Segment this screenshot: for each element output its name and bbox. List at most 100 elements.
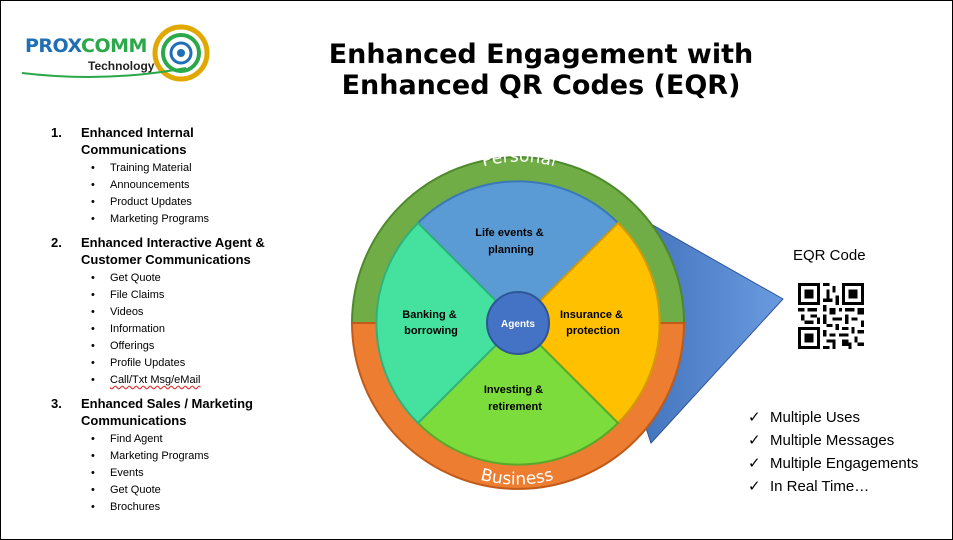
segment-life-events (416, 180, 620, 325)
proxcomm-logo: PROXCOMM Technology (16, 23, 216, 83)
checklist-item-label: In Real Time… (770, 478, 870, 495)
list-item: • Product Updates (91, 194, 321, 211)
title-line-1: Enhanced Engagement with (328, 39, 754, 70)
list-item: • File Claims (91, 287, 321, 304)
list-item-label: File Claims (110, 289, 165, 301)
bullet-icon: • (91, 433, 95, 445)
logo-subtitle: Technology (88, 59, 155, 73)
list-item-label: Events (110, 467, 144, 479)
list-item-label: Brochures (110, 501, 161, 513)
section-number: 3. (51, 396, 62, 411)
bullet-icon: • (91, 289, 95, 301)
benefits-checklist: ✓ Multiple Uses ✓ Multiple Messages ✓ Multi… (748, 406, 918, 498)
logo-wordmark: PROXCOMM (25, 35, 147, 57)
segment-label-top: Life events & planning (475, 227, 547, 256)
list-item: •Get Quote (91, 482, 321, 499)
section-interactive: 2. Enhanced Interactive Agent & Customer… (51, 234, 321, 389)
checkmark-icon: ✓ (748, 409, 761, 426)
list-item: • Get Quote (91, 270, 321, 287)
list-item: • Profile Updates (91, 355, 321, 372)
section-internal: 1. Enhanced Internal Communications •Tra… (51, 124, 321, 228)
section-heading: Enhanced Interactive Agent & Customer Co… (81, 234, 321, 268)
bullet-icon: • (91, 179, 95, 191)
list-item: • Brochures (91, 499, 321, 516)
checklist-item: ✓ Multiple Engagements (748, 452, 918, 475)
section-items: •Training Material • Announcements • Produ… (81, 160, 321, 228)
list-item-label: Information (110, 323, 166, 335)
list-item-label: Find Agent (110, 433, 163, 445)
section-items: • Get Quote • File Claims • Videos • Informa… (81, 270, 321, 389)
list-item-label: Announcements (110, 179, 190, 191)
section-number: 1. (51, 125, 62, 140)
section-heading-line: Enhanced Interactive Agent & (81, 235, 265, 250)
list-item-label: Get Quote (110, 272, 161, 284)
bullet-icon: • (91, 450, 95, 462)
section-heading-line: Enhanced Sales / Marketing (81, 396, 253, 411)
segment-label-bottom: Investing & retirement (484, 384, 546, 413)
section-items: •Find Agent •Marketing Programs •Events … (81, 431, 321, 516)
logo-word-comm: COMM (81, 35, 147, 57)
title-line-2: Enhanced QR Codes (EQR) (341, 70, 741, 101)
segment-label-line: protection (566, 325, 620, 337)
list-item: • Events (91, 465, 321, 482)
segment-label-line: planning (488, 244, 534, 256)
bullet-icon: • (91, 357, 95, 369)
segment-insurance (516, 221, 661, 425)
qr-code-icon (798, 283, 864, 349)
checkmark-icon: ✓ (748, 455, 761, 472)
list-item: • Offerings (91, 338, 321, 355)
center-agents-circle (486, 291, 550, 355)
checkmark-icon: ✓ (748, 432, 761, 449)
segment-banking (375, 221, 520, 425)
bullet-icon: • (91, 340, 95, 352)
list-item-label: Profile Updates (110, 357, 186, 369)
list-item-label: Marketing Programs (110, 450, 210, 462)
bullet-icon: • (91, 306, 95, 318)
section-heading: Enhanced Internal Communications (81, 124, 321, 158)
logo-word-prox: PROX (25, 35, 82, 57)
segment-label-left: Banking & borrowing (402, 309, 459, 337)
bullet-icon: • (91, 467, 95, 479)
section-number: 2. (51, 235, 62, 250)
list-item-label: Call/Txt Msg/eMail (110, 374, 201, 386)
list-item-label: Videos (110, 306, 144, 318)
list-item-label: Training Material (110, 162, 192, 174)
list-item-label: Get Quote (110, 484, 161, 496)
section-heading-line: Enhanced Internal (81, 125, 194, 140)
center-label: Agents (501, 319, 535, 330)
list-item: •Training Material (91, 160, 321, 177)
list-item: • Marketing Programs (91, 448, 321, 465)
engagement-list: 1. Enhanced Internal Communications •Tra… (51, 124, 321, 522)
bullet-icon: • (91, 374, 95, 386)
list-item: • Videos (91, 304, 321, 321)
list-item-label: Product Updates (110, 196, 192, 208)
list-item-label: Marketing Programs (110, 213, 210, 225)
checklist-item-label: Multiple Uses (770, 409, 861, 426)
segment-label-line: Insurance & (560, 309, 623, 321)
logo-swirl-icon (21, 24, 210, 82)
segment-label-line: Banking & (402, 309, 456, 321)
bullet-icon: • (91, 196, 95, 208)
checklist-item-label: Multiple Messages (770, 432, 895, 449)
bullet-icon: • (91, 272, 95, 284)
checklist-item: ✓ Multiple Uses (748, 406, 918, 429)
list-item: • Find Agent (91, 431, 321, 448)
checklist-item: ✓ In Real Time… (748, 475, 918, 498)
segment-label-line: Investing & (484, 384, 543, 396)
checklist-item-label: Multiple Engagements (770, 455, 919, 472)
list-item: •Marketing Programs (91, 211, 321, 228)
list-item: • Call/Txt Msg/eMail (91, 372, 321, 389)
section-heading-line: Communications (81, 142, 187, 157)
eqr-code-label: EQR Code (793, 247, 866, 264)
checkmark-icon: ✓ (748, 478, 761, 495)
bullet-icon: • (91, 501, 95, 513)
bullet-icon: • (91, 323, 95, 335)
segment-investing (416, 321, 620, 466)
list-item-label: Offerings (110, 340, 155, 352)
segment-label-line: Life events & (475, 227, 544, 239)
section-heading-line: Communications (81, 413, 187, 428)
segment-label-line: borrowing (404, 325, 458, 337)
section-sales: 3. Enhanced Sales / Marketing Communicat… (51, 395, 321, 516)
